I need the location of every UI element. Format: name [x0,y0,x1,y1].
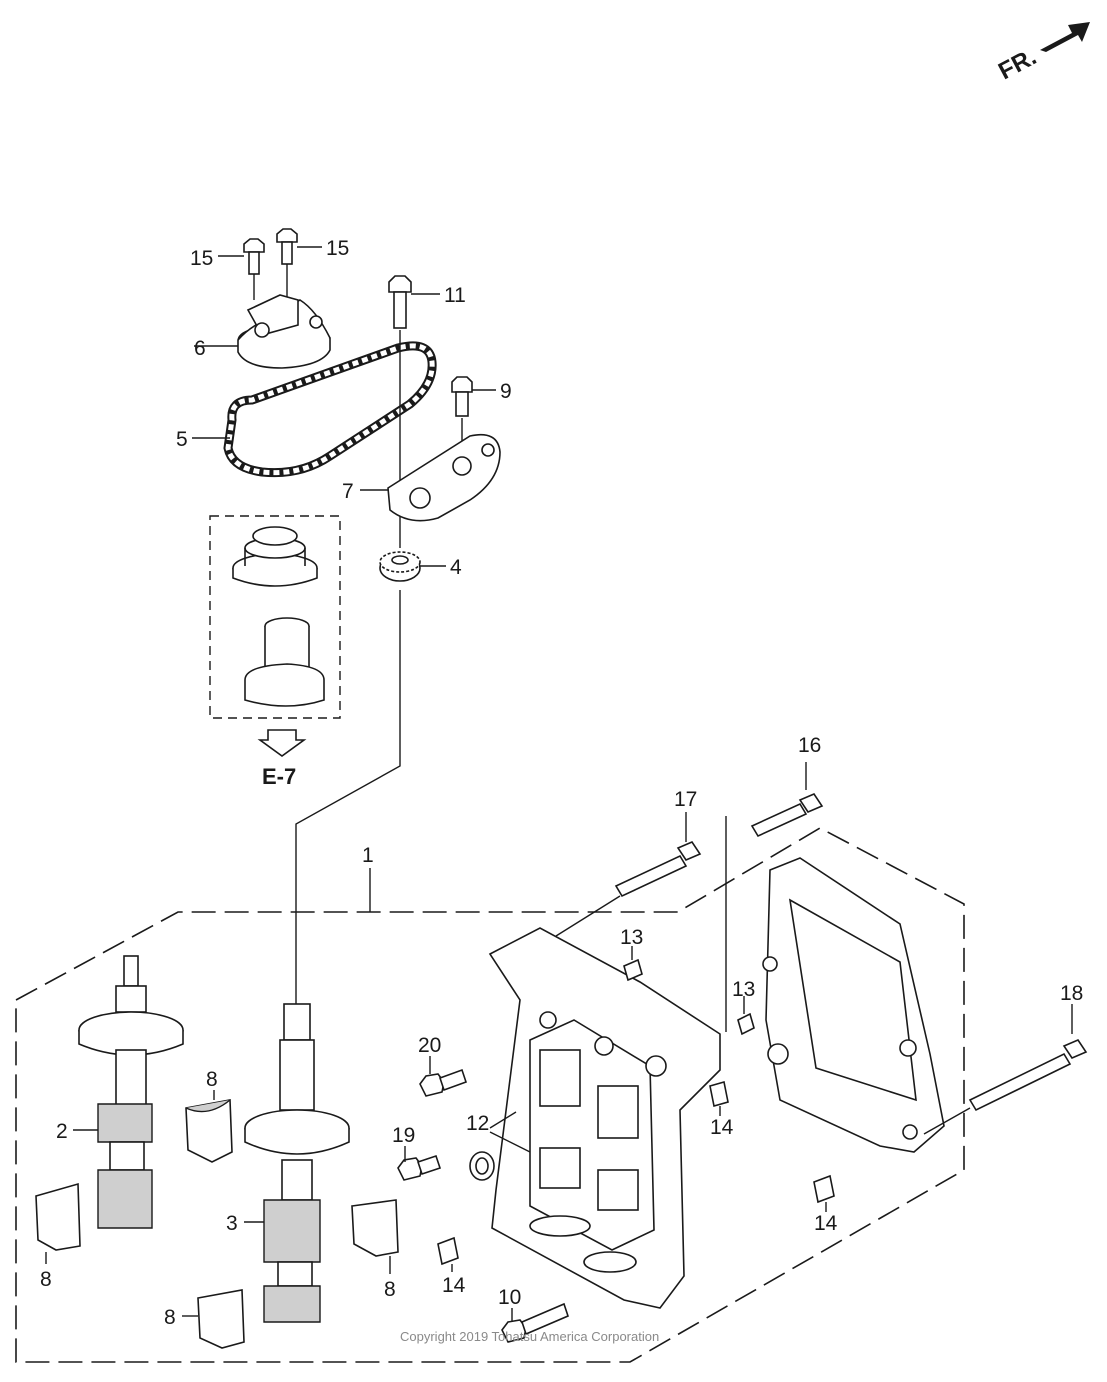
chain-guide-bracket [387,433,501,522]
callout-13-b: 13 [732,978,755,1001]
callout-5: 5 [176,428,188,451]
reference-box [209,515,341,719]
callout-20: 20 [418,1034,441,1057]
callout-10: 10 [498,1286,521,1309]
timing-chain [223,341,437,478]
bearing-8-c [351,1199,399,1257]
callout-16: 16 [798,734,821,757]
bolt-20 [419,1068,468,1097]
callout-17: 17 [674,788,697,811]
dowel-14-b [813,1174,835,1204]
callout-2: 2 [56,1120,68,1143]
chain-tensioner [237,294,331,369]
bolt-15-right [276,228,298,265]
bolt-15-left [243,238,265,275]
front-arrow-icon [1040,22,1090,52]
bolt-17 [614,841,702,898]
bearing-8-d [197,1289,245,1349]
callout-8-c: 8 [384,1278,396,1301]
bolt-18 [968,1039,1088,1112]
callout-14-c: 14 [442,1274,466,1297]
callout-labels: 15 15 11 6 9 5 7 4 16 17 1 13 13 18 20 8… [40,237,1083,1329]
head-cover-block [762,857,945,1153]
front-direction-indicator: FR. [994,22,1090,85]
dowel-13-b [737,1012,755,1036]
drive-sprocket [379,551,421,582]
seal-12 [469,1151,495,1181]
cylinder-head-block [488,927,721,1309]
callout-13-a: 13 [620,926,643,949]
assembly-outline [15,827,965,1363]
callout-1: 1 [362,844,374,867]
callout-4: 4 [450,556,462,579]
bolt-16 [750,793,824,838]
bolt-19 [397,1154,442,1181]
reference-label: E-7 [262,764,296,789]
down-arrow-icon [257,729,307,757]
callout-12: 12 [466,1112,489,1135]
callout-7: 7 [342,480,354,503]
bolt-9 [451,376,473,417]
callout-9: 9 [500,380,512,403]
callout-6: 6 [194,337,206,360]
callout-15-right: 15 [326,237,349,260]
bearing-8-a [185,1099,233,1163]
callout-3: 3 [226,1212,238,1235]
reference-shaft [244,617,325,707]
bearing-8-b [35,1182,81,1251]
bolt-11 [388,275,412,329]
callout-15-left: 15 [190,247,213,270]
camshaft-right [244,1003,350,1323]
callout-8-b: 8 [40,1268,52,1291]
callout-8-a: 8 [206,1068,218,1091]
camshaft-left [78,955,184,1229]
direction-label: FR. [994,43,1041,85]
copyright-text: Copyright 2019 Tohatsu America Corporati… [400,1329,659,1344]
dowel-13-a [623,958,643,982]
callout-14-a: 14 [710,1116,734,1139]
bolt-10 [501,1302,569,1343]
callout-18: 18 [1060,982,1083,1005]
callout-8-d: 8 [164,1306,176,1329]
callout-19: 19 [392,1124,415,1147]
reference-gear [232,526,318,587]
dowel-14-a [709,1080,729,1108]
callout-11: 11 [444,284,466,307]
dowel-14-c [437,1236,459,1266]
callout-14-b: 14 [814,1212,838,1235]
